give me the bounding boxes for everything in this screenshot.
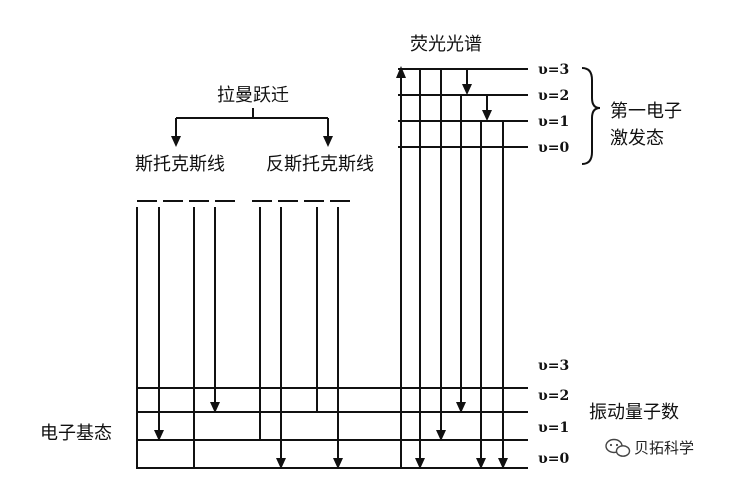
raman-transition-label: 拉曼跃迁 bbox=[217, 85, 289, 106]
vibrational-quantum-number-label: 振动量子数 bbox=[589, 402, 679, 423]
ground-level-label-v1: υ=1 bbox=[538, 420, 569, 436]
arrow-head-down bbox=[276, 458, 286, 469]
excited-level-label-v2: υ=2 bbox=[538, 88, 569, 104]
stokes-excitation-arrows bbox=[136, 207, 195, 468]
excited-level-label-v3: υ=3 bbox=[538, 62, 569, 78]
arrow-head-down bbox=[210, 402, 220, 413]
ground-level-label-v0: υ=0 bbox=[538, 451, 569, 467]
arrow-head-down bbox=[333, 458, 343, 469]
anti-stokes-excitation-arrows bbox=[259, 207, 318, 440]
excited-level-label-v1: υ=1 bbox=[538, 114, 569, 130]
excited-state-label-line1: 第一电子 bbox=[610, 101, 682, 122]
excited-state-brace bbox=[581, 67, 601, 165]
ground-level-label-v2: υ=2 bbox=[538, 388, 569, 404]
arrow-head-down bbox=[498, 458, 508, 469]
ground-state-levels bbox=[136, 387, 528, 469]
excited-state-levels bbox=[398, 68, 528, 148]
fluorescence-spectrum-label: 荧光光谱 bbox=[410, 34, 482, 55]
arrow-head-down bbox=[436, 430, 446, 441]
wechat-icon bbox=[605, 438, 631, 457]
arrow-head-down bbox=[462, 84, 472, 95]
watermark: 贝拓科学 bbox=[605, 438, 694, 457]
stokes-emission-arrows bbox=[154, 207, 220, 441]
excited-level-label-v0: υ=0 bbox=[538, 140, 569, 156]
arrow-head-up bbox=[396, 66, 406, 78]
anti-stokes-emission-arrows bbox=[276, 207, 343, 469]
arrow-head-down bbox=[482, 110, 492, 121]
ground-state-label: 电子基态 bbox=[40, 423, 112, 444]
fluorescence-emission-arrows bbox=[415, 69, 508, 469]
arrow-head-down bbox=[456, 402, 466, 413]
arrow-head-down bbox=[323, 136, 333, 147]
watermark-text: 贝拓科学 bbox=[634, 439, 694, 457]
stokes-lines-label: 斯托克斯线 bbox=[135, 154, 225, 175]
raman-bracket bbox=[171, 108, 333, 147]
fluorescence-absorption bbox=[396, 66, 406, 468]
vibrational-relaxation-arrows bbox=[462, 69, 492, 121]
arrow-head-down bbox=[154, 430, 164, 441]
excited-state-label-line2: 激发态 bbox=[610, 128, 664, 149]
ground-level-label-v3: υ=3 bbox=[538, 358, 569, 374]
arrow-head-down bbox=[476, 458, 486, 469]
anti-stokes-lines-label: 反斯托克斯线 bbox=[266, 154, 374, 175]
arrow-head-down bbox=[171, 136, 181, 147]
arrow-head-down bbox=[415, 458, 425, 469]
